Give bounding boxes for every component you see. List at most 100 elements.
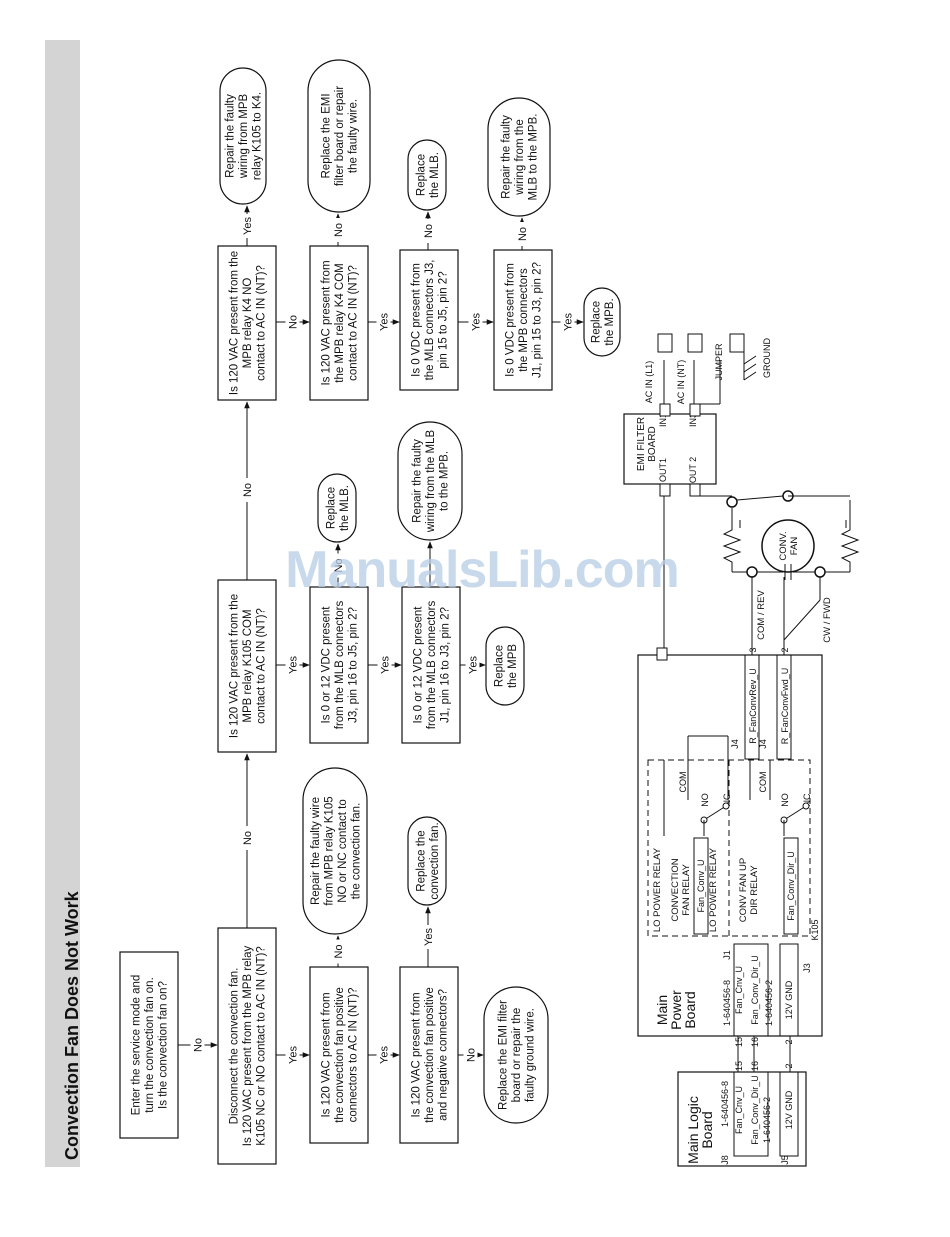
svg-text:MLB to the MPB.: MLB to the MPB. (528, 114, 540, 201)
svg-text:1-640456-2: 1-640456-2 (762, 1097, 772, 1143)
answer-a8-frame (307, 59, 371, 213)
relay1-com-label: COM (678, 772, 688, 793)
emi-box (623, 413, 717, 485)
svg-text:Board: Board (682, 991, 698, 1028)
relay-ref: K105 (810, 919, 820, 940)
mpb-j1-pin-16-signal: Fan_Conv_Dir_U (750, 955, 760, 1025)
conn-q3-a3-label: Yes (423, 928, 435, 946)
answer-a3b-frame (483, 986, 549, 1124)
svg-text:pin 15 to J5, pin 2?: pin 15 to J5, pin 2? (438, 271, 450, 368)
fan-node-fwd (814, 566, 826, 578)
svg-text:Repair the faulty wire: Repair the faulty wire (310, 797, 322, 905)
mlb-j5-pin-2-signal: 12V GND (784, 1090, 794, 1129)
svg-text:J8: J8 (720, 1155, 730, 1165)
relay1-switch-arm (703, 805, 727, 821)
conn-q3-a3b: No (458, 1043, 484, 1067)
svg-text:No: No (333, 558, 345, 572)
wire-fwd-link (783, 599, 821, 641)
svg-text:GROUND: GROUND (762, 338, 772, 378)
relay1-signal: Fan_Conv_U (696, 859, 706, 912)
relay2-signal-box (783, 837, 799, 935)
svg-text:Is 120 VAC present from: Is 120 VAC present from (411, 992, 423, 1117)
conn-q10-a10-label-bg (515, 222, 529, 246)
svg-text:NO or NC contact to: NO or NC contact to (337, 799, 349, 903)
ac-nt-label: AC IN (NT) (676, 360, 686, 405)
ac-l1-label: AC IN (L1) (644, 361, 654, 404)
svg-text:CONV FAN UP: CONV FAN UP (738, 858, 749, 922)
svg-text:Repair the faulty: Repair the faulty (501, 115, 513, 199)
svg-text:relay K105 to K4.: relay K105 to K4. (252, 92, 264, 180)
relay1-type: LO POWER RELAY (652, 847, 663, 932)
svg-text:NC: NC (722, 793, 732, 806)
question-q2-frame (309, 966, 369, 1144)
svg-text:faulty ground wire.: faulty ground wire. (525, 1008, 537, 1102)
mpb-j1-part: 1-640456-8 (722, 980, 732, 1026)
mpb-j4-pin-3-signal: R_FanConvRev_U (748, 668, 758, 744)
conn-q9-a9: No (421, 211, 435, 250)
conn-q3-a3: Yes (421, 906, 435, 967)
conn-q8-q9-label-bg (376, 310, 391, 334)
svg-text:K105: K105 (810, 919, 820, 940)
svg-text:filter board or repair: filter board or repair (334, 86, 346, 187)
question-q8-frame (309, 245, 369, 401)
svg-text:the MLB.: the MLB. (339, 485, 351, 531)
svg-text:Repair the faulty: Repair the faulty (225, 94, 237, 178)
svg-text:2: 2 (784, 1063, 794, 1068)
conn-q2-a2-label: No (333, 944, 345, 958)
conn-q4-q5-label-bg (285, 653, 300, 677)
emi-out2-terminal (689, 483, 701, 497)
mlb-j5-pin-2: 2 (784, 1063, 794, 1068)
svg-text:the MPB.: the MPB. (604, 298, 616, 345)
conn-q6-a6b: Yes (460, 653, 486, 677)
svg-text:Replace the EMI filter: Replace the EMI filter (498, 1000, 510, 1110)
svg-text:12V GND: 12V GND (784, 980, 794, 1019)
svg-text:J1, pin 16 to J3, pin 2?: J1, pin 16 to J3, pin 2? (440, 607, 452, 723)
svg-text:J3, pin 16 to J5, pin 2?: J3, pin 16 to J5, pin 2? (348, 607, 360, 723)
answer-a9-frame (407, 139, 447, 211)
svg-text:No: No (192, 1038, 204, 1052)
svg-text:the convection fan positive: the convection fan positive (424, 987, 436, 1123)
answer-a5-frame (317, 473, 357, 543)
conn-start-q1-label: No (192, 1038, 204, 1052)
svg-text:wiring from the: wiring from the (514, 119, 526, 195)
svg-text:Is 0 VDC present from: Is 0 VDC present from (411, 263, 423, 377)
svg-text:J1: J1 (722, 950, 732, 960)
conn-q1-q2-label-bg (285, 1043, 300, 1067)
svg-text:CONV.: CONV. (778, 531, 789, 560)
conn-q2-q3: Yes (368, 1043, 400, 1067)
emi-in3-terminal (689, 403, 701, 417)
mlb-j8-pin-15-signal: Fan_Cnv_U (734, 1086, 744, 1134)
svg-text:Replace: Replace (415, 154, 427, 196)
mpb-j3-frame (779, 943, 799, 1037)
conn-q9-q10-label-bg (468, 310, 483, 334)
conn-q2-a2: No (331, 935, 345, 967)
svg-text:OUT1: OUT1 (658, 458, 668, 482)
conn-q2-a2-label-bg (331, 939, 345, 964)
conn-q3-a3b-label-bg (463, 1043, 478, 1067)
svg-text:Yes: Yes (378, 1046, 390, 1064)
conn-q4-q7-label: No (242, 483, 254, 497)
svg-text:Yes: Yes (287, 1046, 299, 1064)
mpb-j3-pin-2-signal: 12V GND (784, 980, 794, 1019)
svg-text:J1, pin 15 to J3, pin 2?: J1, pin 15 to J3, pin 2? (532, 262, 544, 378)
svg-text:R_FanConvFwd_U: R_FanConvFwd_U (780, 668, 790, 745)
emi-in3: IN3 (688, 413, 698, 427)
svg-text:FAN: FAN (789, 537, 800, 556)
mlb-j5-part: 1-640456-2 (762, 1097, 772, 1143)
conn-q5-q6: Yes (368, 653, 402, 677)
mpb-j3-label: J3 (802, 963, 812, 973)
svg-text:MPB relay K4 NO: MPB relay K4 NO (242, 278, 254, 369)
svg-text:the faulty wire.: the faulty wire. (348, 99, 360, 173)
